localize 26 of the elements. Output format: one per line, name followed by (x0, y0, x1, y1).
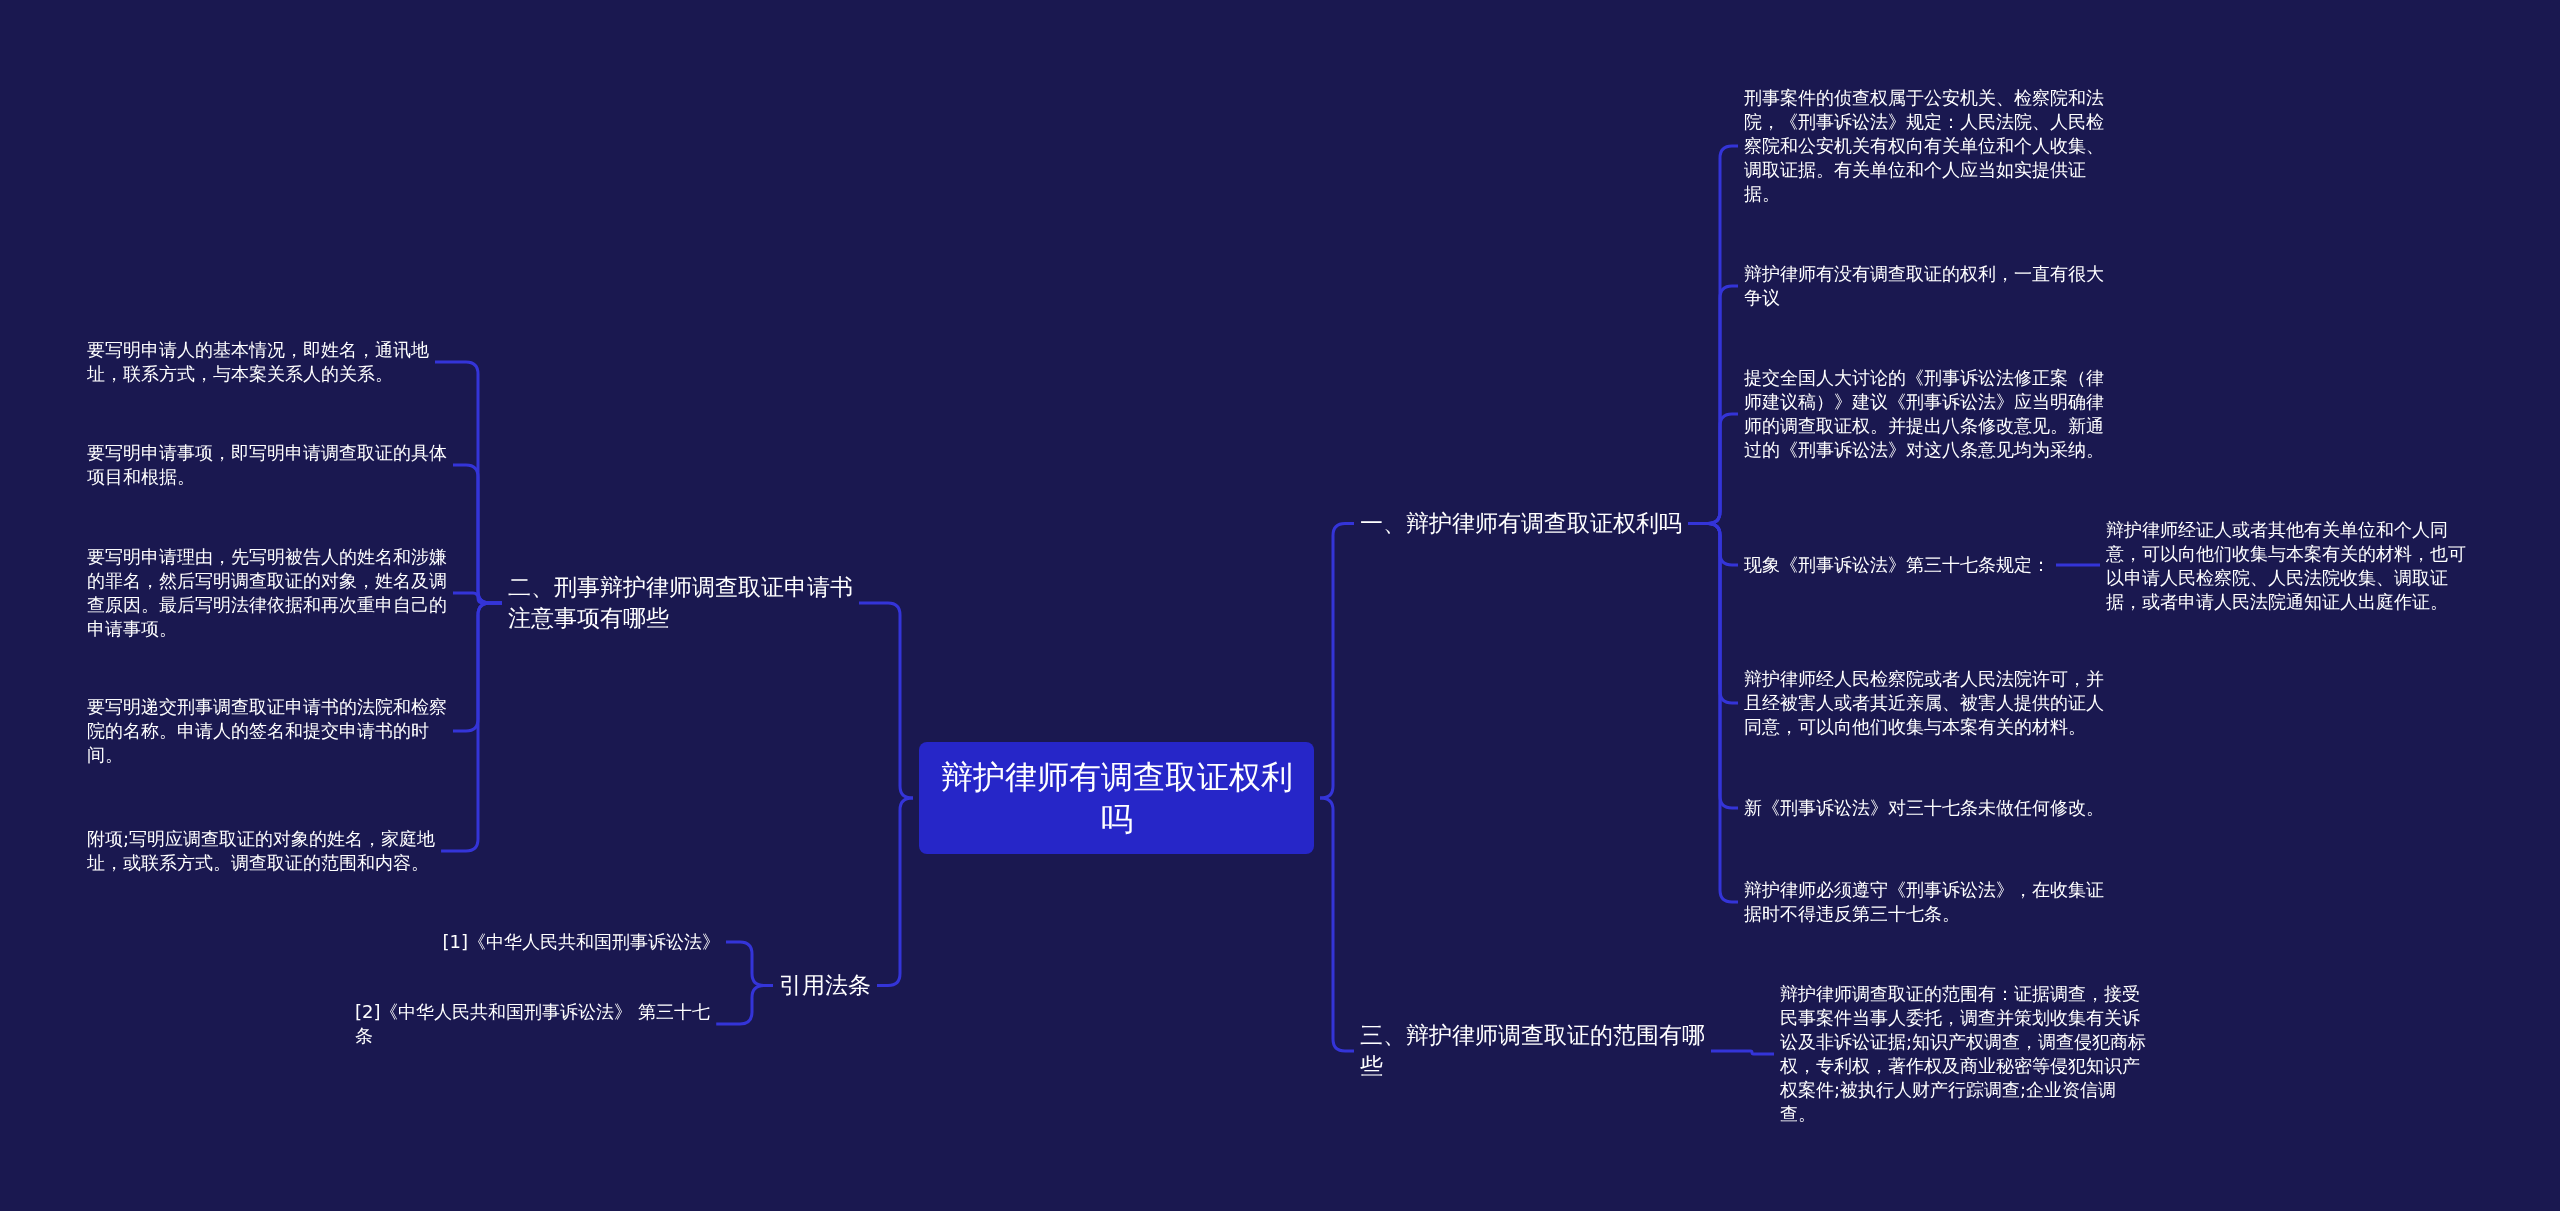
topic-text: 引用法条 (779, 970, 879, 1001)
note-text: 要写明申请理由，先写明被告人的姓名和涉嫌的罪名，然后写明调查取证的对象，姓名及调查原因。最后写明法律依据和再次重申自己的申请事项。 (87, 545, 459, 641)
connector-line (859, 601, 914, 800)
note-text: 辩护律师有没有调查取证的权利，一直有很大争议 (1744, 262, 2116, 310)
note-text: 要写明申请人的基本情况，即姓名，通讯地址，联系方式，与本案关系人的关系。 (87, 338, 459, 386)
connector-line (716, 984, 773, 1026)
note-text: 新《刑事诉讼法》对三十七条未做任何修改。 (1744, 796, 2116, 820)
note-text: 辩护律师经证人或者其他有关单位和个人同意，可以向他们收集与本案有关的材料，也可以申请人民检察院、人民法院收集、调取证据，或者申请人民法院通知证人出庭作证。 (2106, 518, 2481, 614)
note-text: 提交全国人大讨论的《刑事诉讼法修正案（律师建议稿）》建议《刑事诉讼法》应当明确律师的调查取证权。并提出八条修改意见。新通过的《刑事诉讼法》对这八条意见均为采纳。 (1744, 366, 2116, 462)
topic-text: 三、辩护律师调查取证的范围有哪些 (1360, 1020, 1720, 1082)
note-text: 辩护律师必须遵守《刑事诉讼法》，在收集证据时不得违反第三十七条。 (1744, 878, 2116, 926)
note-text: 现象《刑事诉讼法》第三十七条规定： (1744, 553, 2074, 577)
note-text: 附项;写明应调查取证的对象的姓名，家庭地址，或联系方式。调查取证的范围和内容。 (87, 827, 459, 875)
central-topic-box: 辩护律师有调查取证权利吗 (919, 742, 1314, 854)
topic-text: 二、刑事辩护律师调查取证申请书注意事项有哪些 (508, 572, 870, 634)
note-text: 要写明申请事项，即写明申请调查取证的具体项目和根据。 (87, 441, 459, 489)
note-text: 辩护律师经人民检察院或者人民法院许可，并且经被害人或者其近亲属、被害人提供的证人同意，可以向他们收集与本案有关的材料。 (1744, 667, 2116, 739)
topic-text: 一、辩护律师有调查取证权利吗 (1360, 508, 1705, 539)
note-text: 刑事案件的侦查权属于公安机关、检察院和法院，《刑事诉讼法》规定：人民法院、人民检察院和公安机关有权向有关单位和个人收集、调取证据。有关单位和个人应当如实提供证据。 (1744, 86, 2116, 206)
connector-line (1711, 1049, 1774, 1056)
connector-line (441, 601, 502, 853)
note-text: 辩护律师调查取证的范围有：证据调查，接受民事案件当事人委托，调查并策划收集有关诉讼及非诉讼证据;知识产权调查，调查侵犯商标权，专利权，著作权及商业秘密等侵犯知识产权案件;被执行人财产行踪调查;企业资信调查。 (1780, 982, 2152, 1126)
note-text: 要写明递交刑事调查取证申请书的法院和检察院的名称。申请人的签名和提交申请书的时间。 (87, 695, 459, 767)
note-text: [1]《中华人民共和国刑事诉讼法》 (420, 930, 720, 954)
note-text: [2]《中华人民共和国刑事诉讼法》 第三十七条 (355, 1000, 720, 1048)
connector-line (2056, 563, 2100, 567)
